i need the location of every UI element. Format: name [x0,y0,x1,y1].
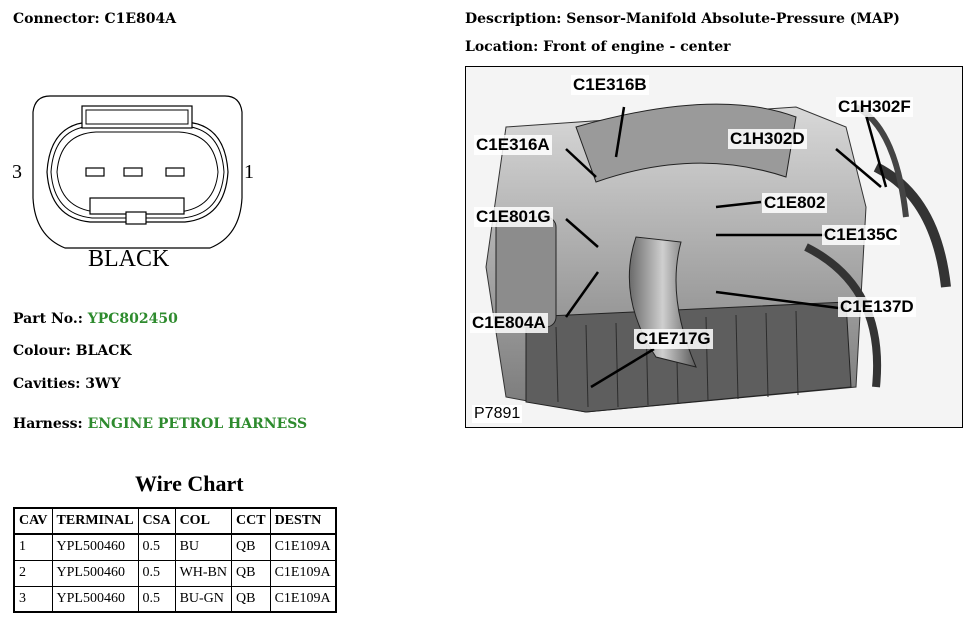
engine-location-image: C1E316B C1H302F C1E316A C1H302D C1E802 C… [465,66,963,428]
connector-oval-outer [46,121,229,223]
connector-face-diagram: 3 1 BLACK [12,95,254,272]
table-row: 2 YPL500460 0.5 WH-BN QB C1E109A [13,559,337,587]
part-label: Part No.: [13,311,83,327]
callout-c1e316a: C1E316A [474,135,552,155]
col-header: TERMINAL [51,507,139,535]
cavities-value: 3WY [85,376,121,392]
cell-csa: 0.5 [137,585,176,613]
cell-cct: QB [231,559,271,587]
cell-col: BU-GN [174,585,233,613]
cavities-label: Cavities: [13,376,81,392]
part-number-link[interactable]: YPC802450 [87,311,178,327]
colour-value: BLACK [75,343,132,359]
cell-cav: 3 [13,585,53,613]
engine-illustration [466,67,962,427]
callout-c1e316b: C1E316B [571,75,649,95]
cell-destn: C1E109A [269,585,337,613]
cell-destn: C1E109A [269,559,337,587]
figure-id: P7891 [472,405,523,423]
harness-link[interactable]: ENGINE PETROL HARNESS [87,416,308,432]
cell-cav: 1 [13,533,53,561]
connector-title: Connector: C1E804A [13,11,176,27]
pin-1 [165,167,185,177]
callout-c1e804a: C1E804A [470,313,548,333]
callout-c1e801g: C1E801G [474,207,553,227]
connector-color-label: BLACK [88,246,170,272]
connector-top-latch [81,105,193,129]
connector-oval-mid [50,125,225,219]
location-value: Front of engine - center [543,39,731,55]
pin-left-number: 3 [12,161,22,183]
pin-right-number: 1 [244,161,254,183]
location-label: Location: [465,39,539,55]
col-header: CSA [137,507,176,535]
col-header: CAV [13,507,53,535]
cell-csa: 0.5 [137,559,176,587]
callout-c1e802: C1E802 [762,193,828,213]
connector-label: Connector: [13,11,100,27]
harness-line: Harness: ENGINE PETROL HARNESS [13,416,307,432]
callout-c1e135c: C1E135C [822,225,900,245]
description-value: Sensor-Manifold Absolute-Pressure (MAP) [566,11,900,27]
colour-line: Colour: BLACK [13,343,132,359]
col-header: CCT [231,507,271,535]
cell-terminal: YPL500460 [51,585,139,613]
callout-c1e137d: C1E137D [838,297,916,317]
cell-csa: 0.5 [137,533,176,561]
harness-label: Harness: [13,416,83,432]
pin-3 [85,167,105,177]
wire-chart-table: CAV TERMINAL CSA COL CCT DESTN 1 YPL5004… [13,507,337,613]
cell-col: WH-BN [174,559,233,587]
table-row: 1 YPL500460 0.5 BU QB C1E109A [13,533,337,561]
cell-terminal: YPL500460 [51,559,139,587]
table-row: 3 YPL500460 0.5 BU-GN QB C1E109A [13,585,337,613]
callout-c1e717g: C1E717G [634,329,713,349]
cell-cct: QB [231,533,271,561]
connector-housing-outline [32,95,243,249]
col-header: COL [174,507,233,535]
location-line: Location: Front of engine - center [465,39,730,55]
cell-col: BU [174,533,233,561]
cell-destn: C1E109A [269,533,337,561]
cavities-line: Cavities: 3WY [13,376,121,392]
wire-chart-title: Wire Chart [135,471,244,496]
description-label: Description: [465,11,562,27]
cell-terminal: YPL500460 [51,533,139,561]
pin-2 [123,167,143,177]
table-header-row: CAV TERMINAL CSA COL CCT DESTN [13,507,337,535]
description-line: Description: Sensor-Manifold Absolute-Pr… [465,11,900,27]
col-header: DESTN [269,507,337,535]
cell-cav: 2 [13,559,53,587]
part-number-line: Part No.: YPC802450 [13,311,178,327]
callout-c1h302d: C1H302D [728,129,807,149]
connector-value: C1E804A [104,11,177,27]
cell-cct: QB [231,585,271,613]
colour-label: Colour: [13,343,71,359]
callout-c1h302f: C1H302F [836,97,913,117]
